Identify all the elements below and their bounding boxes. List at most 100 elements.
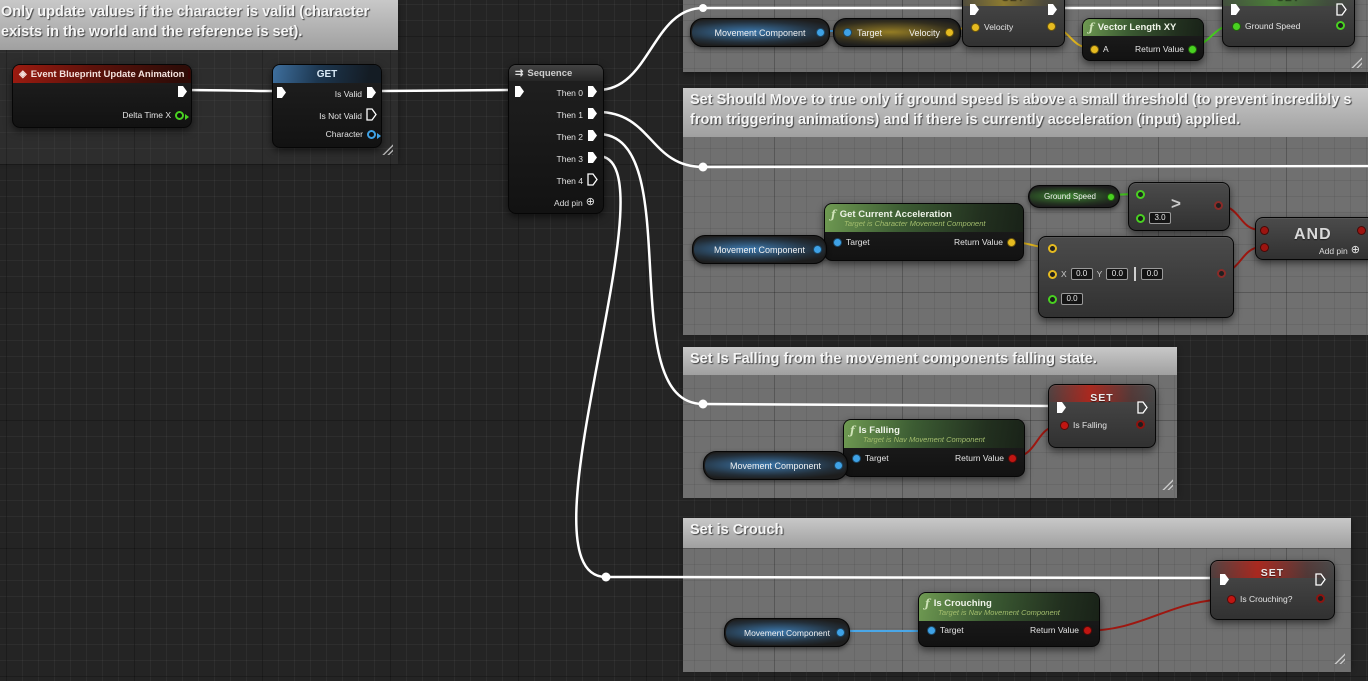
- vector-out-pin[interactable]: [1047, 22, 1056, 31]
- bool-in-pin[interactable]: [1260, 226, 1269, 235]
- function-icon: ƒ: [925, 597, 930, 611]
- node-is-falling[interactable]: ƒ Is Falling Target is Nav Movement Comp…: [843, 419, 1025, 477]
- bool-in-pin[interactable]: [1260, 243, 1269, 252]
- target-in-pin[interactable]: [843, 28, 852, 37]
- exec-out-pin-hollow[interactable]: [1137, 401, 1148, 414]
- node-title: AND: [1294, 226, 1332, 243]
- vector-in-pin-a[interactable]: [1048, 244, 1057, 253]
- node-sequence[interactable]: ⇉ Sequence Then 0 Then 1 Then 2 Then 3 T…: [508, 64, 604, 214]
- exec-in-pin[interactable]: [1056, 401, 1067, 414]
- exec-out-pin-hollow[interactable]: [587, 173, 598, 188]
- var-get-ground-speed[interactable]: Ground Speed: [1028, 185, 1120, 208]
- var-get-movement-component[interactable]: Movement Component: [692, 235, 827, 264]
- pill-sheen: [835, 20, 959, 45]
- node-greater-than[interactable]: 3.0 >: [1128, 182, 1230, 231]
- float-in-pin[interactable]: [1136, 190, 1145, 199]
- bool-in-pin[interactable]: [1227, 594, 1236, 604]
- comment-is-falling-header[interactable]: Set Is Falling from the movement compone…: [683, 347, 1177, 375]
- exec-out-pin[interactable]: [1047, 3, 1058, 16]
- bool-out-pin[interactable]: [1217, 269, 1226, 278]
- target-in-pin[interactable]: [852, 453, 861, 463]
- exec-in-pin[interactable]: [969, 3, 980, 16]
- var-get-velocity[interactable]: Target Velocity: [833, 18, 961, 47]
- node-set-is-falling[interactable]: SET Is Falling: [1048, 384, 1156, 448]
- add-pin-button[interactable]: Add pin ⊕: [1319, 245, 1360, 256]
- var-label: Movement Component: [744, 627, 830, 638]
- comment-should-move[interactable]: Set Should Move to true only if ground s…: [683, 88, 1368, 335]
- bool-out-pin[interactable]: [1214, 201, 1223, 210]
- value-field[interactable]: 3.0: [1149, 212, 1171, 224]
- node-event-blueprint-update-animation[interactable]: ◈ Event Blueprint Update Animation Delta…: [12, 64, 192, 128]
- exec-out-pin-hollow[interactable]: [1315, 573, 1326, 586]
- comment-valid-check-header[interactable]: Only update values if the character is v…: [0, 0, 398, 50]
- exec-out-pin[interactable]: [177, 85, 188, 98]
- node-not-equal-vector[interactable]: X 0.0 Y 0.0 0.0 0.0: [1038, 236, 1234, 318]
- node-set-velocity[interactable]: SET Velocity: [962, 0, 1065, 47]
- bool-out-pin[interactable]: [1357, 226, 1366, 235]
- object-out-pin[interactable]: [813, 245, 822, 254]
- vector-in-pin-b[interactable]: [1048, 269, 1057, 279]
- exec-in-pin[interactable]: [1219, 573, 1230, 586]
- exec-out-pin[interactable]: [587, 85, 598, 100]
- exec-in-pin[interactable]: [1230, 3, 1241, 16]
- bool-out-pin[interactable]: [1083, 625, 1092, 635]
- exec-out-pin-hollow[interactable]: [366, 108, 377, 123]
- exec-out-pin-hollow[interactable]: [1336, 3, 1347, 16]
- target-in-pin[interactable]: [927, 625, 936, 635]
- vector-in-pin[interactable]: [971, 22, 980, 32]
- object-out-pin[interactable]: [816, 28, 825, 37]
- vector-out-pin[interactable]: [1007, 237, 1016, 247]
- object-out-pin[interactable]: [834, 461, 843, 470]
- float-in-pin[interactable]: [1232, 21, 1241, 31]
- node-vector-length-xy[interactable]: ƒ Vector Length XY A Return Value: [1082, 18, 1204, 61]
- bool-in-pin[interactable]: [1060, 420, 1069, 430]
- var-get-movement-component[interactable]: Movement Component: [724, 618, 850, 647]
- vector-in-pin-a[interactable]: [1090, 44, 1099, 54]
- exec-out-pin[interactable]: [587, 107, 598, 122]
- pin-label: Velocity: [984, 22, 1014, 32]
- bool-out-pin[interactable]: [1136, 420, 1145, 429]
- node-title: Vector Length XY: [1097, 22, 1177, 33]
- exec-out-pin[interactable]: [587, 129, 598, 144]
- node-subtitle: Target is Nav Movement Component: [863, 435, 985, 445]
- float-tolerance-pin[interactable]: [1048, 294, 1057, 304]
- y-value-field[interactable]: 0.0: [1106, 268, 1129, 280]
- bool-out-pin[interactable]: [1008, 453, 1017, 463]
- x-value-field[interactable]: 0.0: [1070, 268, 1093, 280]
- add-pin-button[interactable]: Add pin ⊕: [554, 197, 595, 208]
- float-out-pin[interactable]: [1107, 192, 1115, 201]
- exec-out-pin[interactable]: [587, 151, 598, 166]
- node-set-is-crouching[interactable]: SET Is Crouching?: [1210, 560, 1335, 620]
- comment-text-line2: from triggering animations) and if there…: [690, 112, 1241, 128]
- pin-label: Target: [846, 237, 870, 247]
- node-get-isvalid[interactable]: GET Is Valid Is Not Valid Character: [272, 64, 382, 148]
- delta-time-pin[interactable]: [175, 110, 189, 120]
- object-out-pin[interactable]: [836, 628, 845, 637]
- pin-label: Then 4: [556, 175, 583, 186]
- exec-out-pin[interactable]: [366, 86, 377, 101]
- exec-in-pin[interactable]: [276, 86, 287, 99]
- text-cursor: [1134, 269, 1137, 279]
- stop-icon[interactable]: [188, 69, 191, 79]
- bool-out-pin[interactable]: [1316, 594, 1325, 603]
- target-in-pin[interactable]: [833, 237, 842, 247]
- float-out-pin[interactable]: [1188, 44, 1197, 54]
- node-get-current-acceleration[interactable]: ƒ Get Current Acceleration Target is Cha…: [824, 203, 1024, 261]
- node-set-ground-speed[interactable]: SET Ground Speed: [1222, 0, 1355, 47]
- add-pin-icon: ⊕: [1350, 244, 1360, 256]
- function-icon: ƒ: [850, 424, 855, 438]
- var-get-movement-component[interactable]: Movement Component: [703, 451, 848, 480]
- node-and[interactable]: AND Add pin ⊕: [1255, 217, 1368, 260]
- comment-is-crouch-header[interactable]: Set is Crouch: [683, 518, 1351, 548]
- tolerance-field[interactable]: 0.0: [1061, 293, 1083, 305]
- exec-in-pin[interactable]: [514, 85, 525, 98]
- var-get-movement-component[interactable]: Movement Component: [690, 18, 830, 47]
- float-out-pin[interactable]: [1336, 21, 1345, 30]
- node-is-crouching[interactable]: ƒ Is Crouching Target is Nav Movement Co…: [918, 592, 1100, 647]
- comment-should-move-header[interactable]: Set Should Move to true only if ground s…: [683, 88, 1368, 137]
- character-pin[interactable]: [367, 129, 381, 139]
- float-in-pin[interactable]: [1136, 213, 1145, 223]
- vector-out-pin[interactable]: [945, 28, 954, 37]
- z-value-field[interactable]: 0.0: [1141, 268, 1164, 280]
